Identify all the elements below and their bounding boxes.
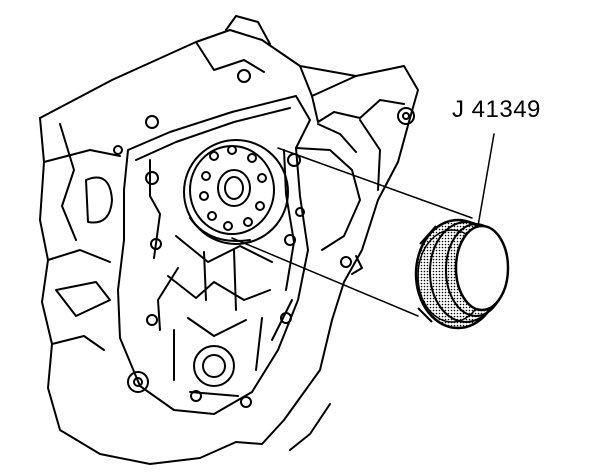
projection-lines [231, 147, 473, 317]
tool-number-label: J 41349 [452, 96, 541, 123]
engine-block-icon [39, 15, 419, 465]
seal-installer-ring-icon [414, 218, 510, 330]
crankshaft-flange [183, 139, 289, 245]
label-leader-line [477, 133, 495, 227]
